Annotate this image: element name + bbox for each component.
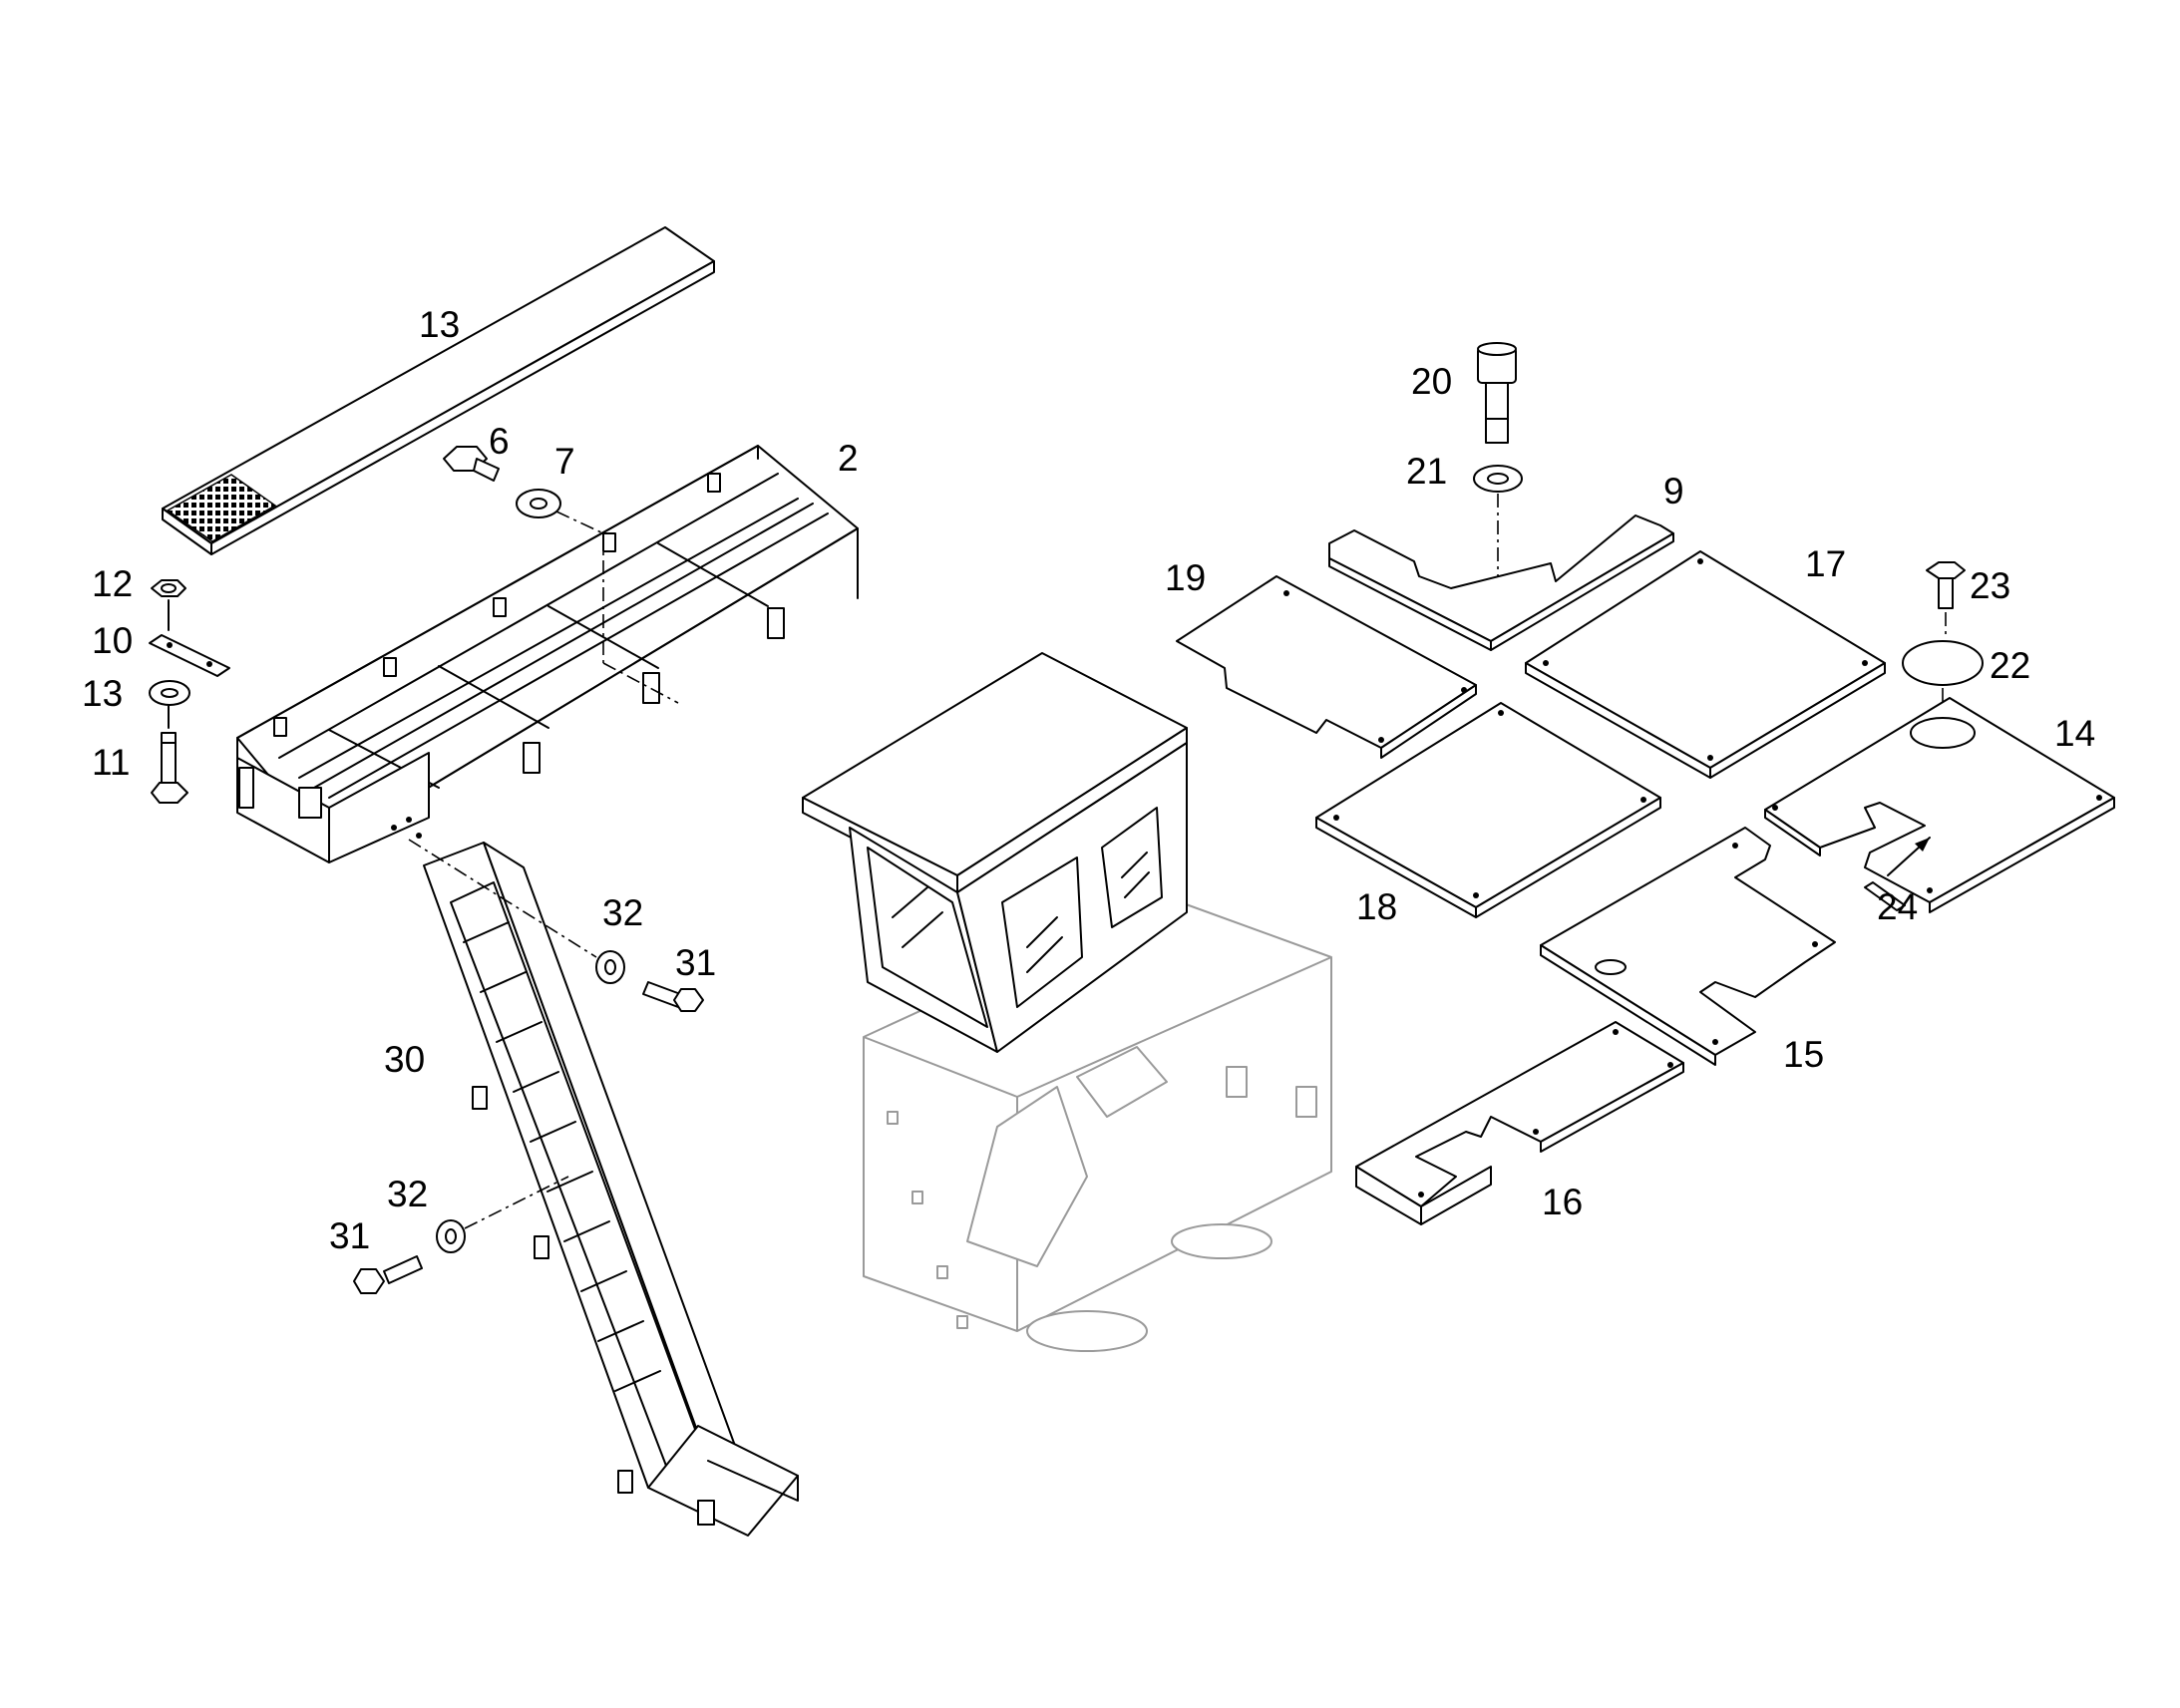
callout-9: 9	[1663, 471, 1684, 512]
callout-23: 23	[1970, 565, 2010, 606]
callout-16: 16	[1542, 1182, 1583, 1222]
part-7-washer	[516, 489, 561, 518]
callout-14: 14	[2054, 713, 2095, 754]
part-30-access-ladder	[423, 842, 799, 1537]
part-10-strap	[149, 634, 230, 677]
part-32-washer-upper	[595, 950, 625, 984]
callout-32-lower: 32	[387, 1174, 428, 1214]
callout-7: 7	[554, 441, 575, 482]
callout-12: 12	[92, 563, 133, 604]
callout-31-upper: 31	[675, 942, 716, 983]
part-20-cap-screw	[1477, 342, 1517, 444]
part-24-pin	[1864, 837, 1931, 911]
callout-22: 22	[1990, 645, 2030, 686]
part-8-walkway-plate	[162, 226, 715, 555]
part-15-panel	[1540, 827, 1836, 1066]
callout-10: 10	[92, 620, 133, 661]
part-13-washer	[149, 680, 190, 706]
callout-17: 17	[1805, 543, 1846, 584]
part-31-bolt-upper	[642, 981, 704, 1012]
operator-cab	[802, 652, 1188, 1053]
callout-21: 21	[1406, 451, 1447, 492]
part-19-panel	[1176, 575, 1477, 759]
part-32-washer-lower	[436, 1219, 466, 1253]
part-2-platform-frame	[236, 445, 859, 863]
callout-24: 24	[1877, 886, 1918, 927]
part-31-bolt-lower	[353, 1255, 423, 1294]
part-12-nut	[151, 579, 186, 597]
part-21-washer	[1473, 465, 1523, 493]
part-11-bolt	[151, 732, 188, 804]
callout-8: 13	[419, 304, 460, 345]
part-16-panel	[1355, 1021, 1684, 1225]
part-9-plate	[1328, 514, 1674, 651]
callout-2: 2	[838, 438, 859, 479]
part-6-bolt	[443, 446, 500, 482]
callout-6: 6	[489, 421, 510, 462]
callout-13: 13	[82, 673, 123, 714]
part-23-bolt	[1926, 561, 1966, 609]
part-17-panel	[1525, 550, 1886, 779]
callout-11: 11	[92, 742, 130, 783]
callout-19: 19	[1165, 557, 1206, 598]
callout-32-upper: 32	[602, 892, 643, 933]
callout-30: 30	[384, 1039, 425, 1080]
part-22-disc	[1902, 640, 1984, 686]
callout-18: 18	[1356, 886, 1397, 927]
part-14-panel	[1764, 697, 2115, 913]
callout-20: 20	[1411, 361, 1452, 402]
callout-15: 15	[1783, 1034, 1824, 1075]
callout-31-lower: 31	[329, 1215, 370, 1256]
part-18-panel	[1315, 702, 1661, 918]
